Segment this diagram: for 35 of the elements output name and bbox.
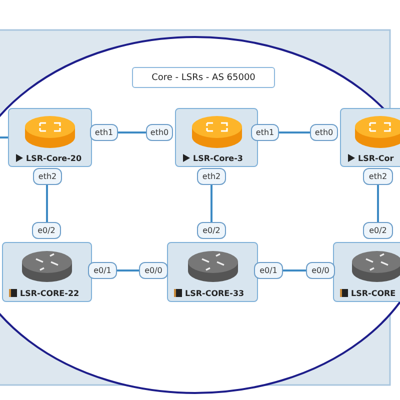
port-label: eth0 (310, 124, 338, 141)
router-node (8, 108, 92, 167)
port-label: e0/2 (197, 222, 226, 239)
link-line (283, 270, 306, 272)
router-node (2, 242, 92, 302)
link-line (279, 132, 310, 134)
port-label: e0/0 (306, 262, 335, 279)
link-line (377, 185, 379, 222)
port-label: e0/2 (32, 222, 61, 239)
port-label: eth1 (251, 124, 279, 141)
port-label: eth2 (197, 168, 226, 185)
router-name: LSR-CORE-33 (185, 289, 244, 298)
router-name: LSR-Core-20 (26, 154, 82, 163)
link-line (210, 185, 212, 222)
port-label: e0/1 (254, 262, 283, 279)
router-node (333, 242, 400, 302)
router-node (167, 242, 258, 302)
port-label: e0/0 (139, 262, 168, 279)
port-label: e0/1 (88, 262, 117, 279)
port-label: e0/2 (363, 222, 393, 239)
router-name: LSR-CORE-22 (20, 289, 80, 298)
router-name: LSR-CORE (351, 289, 396, 298)
port-label: eth2 (363, 168, 393, 185)
router-node (175, 108, 258, 167)
router-name: LSR-Cor (358, 154, 394, 163)
port-label: eth2 (33, 168, 62, 185)
port-label: eth0 (146, 124, 173, 141)
link-line (118, 132, 146, 134)
link-line (0, 136, 8, 138)
link-line (46, 185, 48, 222)
router-node (340, 108, 400, 167)
group-title: Core - LSRs - AS 65000 (132, 67, 275, 88)
port-label: eth1 (90, 124, 118, 141)
router-name: LSR-Core-3 (193, 154, 243, 163)
link-line (117, 270, 139, 272)
